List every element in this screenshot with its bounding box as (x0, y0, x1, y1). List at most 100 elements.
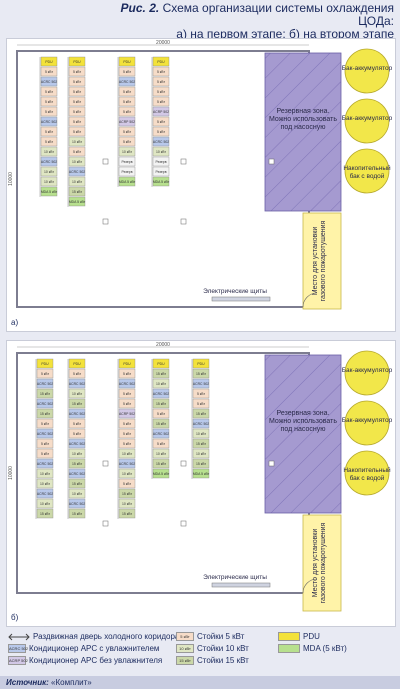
rack-cell (118, 508, 136, 519)
rack-cell (36, 488, 54, 499)
rack-cell-label: ACRC 502 (37, 432, 53, 436)
tank-2-label: Бак-аккумулятор (342, 417, 393, 424)
source-text: «Комплит» (51, 678, 92, 687)
height-dimension-label: 10000 (8, 172, 14, 186)
rack-cell (192, 378, 210, 389)
rack-cell (152, 126, 170, 137)
rack-cell-label: ACRC 502 (41, 120, 57, 124)
rack-cell-label: 15 кВт (156, 402, 166, 406)
electrical-panels (211, 582, 271, 588)
rack-cell (118, 468, 136, 479)
rack-cell-label: 5 кВт (73, 130, 81, 134)
rack-cell-label: 5 кВт (123, 442, 131, 446)
rack-cell (118, 96, 136, 107)
rack-cell (68, 196, 86, 207)
width-dimension-label: 20000 (156, 342, 170, 348)
rack-cell-label: 5 кВт (157, 80, 165, 84)
rack-cell-label: 10 кВт (44, 170, 54, 174)
acrp-swatch: ACRP 502 (8, 656, 28, 665)
rack-cell (152, 468, 170, 479)
rack-cell-label: 10 кВт (72, 160, 82, 164)
rack-cell (118, 76, 136, 87)
rack-cell-label: 5 кВт (73, 422, 81, 426)
rack-cell (118, 408, 136, 419)
rack-cell-label: MDA 5 кВт (153, 180, 170, 184)
reserve-zone (264, 52, 342, 212)
rack-cell-label: PDU (73, 60, 81, 64)
rack-cell (192, 418, 210, 429)
rack-cell-label: PDU (41, 362, 49, 366)
rack-cell (68, 156, 86, 167)
rack-cell-label: ACRP 502 (119, 412, 135, 416)
rack-cell (192, 428, 210, 439)
rack-cell (118, 378, 136, 389)
rack-cell-label: 5 кВт (73, 120, 81, 124)
rack-cell (118, 478, 136, 489)
rack-cell-label: 5 кВт (41, 422, 49, 426)
legend-mda-label: MDA (5 кВт) (303, 644, 347, 653)
rack-cell (68, 176, 86, 187)
rack-cell (118, 146, 136, 157)
electrical-panels-label: Электрические щиты (203, 288, 267, 295)
reserve-zone (264, 354, 342, 514)
rack-cell (68, 468, 86, 479)
tank-1 (344, 350, 390, 396)
rack-cell-label: 10 кВт (72, 140, 82, 144)
rack-cell-label: 10 кВт (44, 180, 54, 184)
floor-marker (268, 460, 275, 467)
rack-cell (192, 388, 210, 399)
figure-title: Рис. 2. Схема организации системы охлажд… (94, 2, 394, 41)
legend-r15: 15 кВт Стойки 15 кВт (176, 656, 249, 665)
rack-cell (68, 368, 86, 379)
rack-cell (40, 76, 58, 87)
rack-cell-label: 15 кВт (72, 482, 82, 486)
rack-cell (36, 378, 54, 389)
legend-r5: 5 кВт Стойки 5 кВт (176, 632, 244, 641)
rack-cell-label: ACRC 502 (119, 382, 135, 386)
rack-cell-label: ACRC 502 (41, 80, 57, 84)
rack-cell (152, 358, 170, 369)
rack-cell-label: MDA 5 кВт (69, 200, 86, 204)
legend-acrp: ACRP 502 Кондиционер APC без увлажнителя (8, 656, 162, 665)
rack-cell (192, 438, 210, 449)
rack-cell-label: 5 кВт (45, 100, 53, 104)
rack-cell-label: ACRC 502 (37, 382, 53, 386)
rack-cell-label: ACRC 502 (37, 462, 53, 466)
rack-cell (68, 146, 86, 157)
rack-cell (152, 156, 170, 167)
rack-cell-label: 15 кВт (156, 372, 166, 376)
rack-cell (40, 56, 58, 67)
rack-cell (192, 448, 210, 459)
rack-cell-label: PDU (123, 60, 131, 64)
rack-cell (152, 116, 170, 127)
rack-cell (68, 126, 86, 137)
rack-cell (152, 458, 170, 469)
rack-cell (118, 358, 136, 369)
rack-cell-label: 10 кВт (122, 502, 132, 506)
legend-pdu: PDU (278, 632, 320, 641)
rack-cell-label: 15 кВт (72, 512, 82, 516)
rack-cell-label: 15 кВт (196, 372, 206, 376)
rack-cell-label: 5 кВт (123, 110, 131, 114)
legend-r10: 10 кВт Стойки 10 кВт (176, 644, 249, 653)
figure-caption-line2: а) на первом этапе; б) на втором этапе (176, 27, 394, 41)
rack-cell (68, 388, 86, 399)
rack-cell (36, 368, 54, 379)
floor-marker (180, 158, 187, 165)
tank-1-label: Бак-аккумулятор (342, 65, 393, 72)
rack-cell (36, 388, 54, 399)
rack-cell (152, 166, 170, 177)
r15-swatch: 15 кВт (176, 656, 194, 665)
rack-cell (118, 448, 136, 459)
rack-cell (152, 428, 170, 439)
rack-cell-label: 5 кВт (41, 372, 49, 376)
rack-cell (118, 438, 136, 449)
rack-cell (68, 448, 86, 459)
tank-2-label: Бак-аккумулятор (342, 115, 393, 122)
floor-marker (102, 158, 109, 165)
rack-cell-label: 5 кВт (73, 372, 81, 376)
floor-marker (180, 520, 187, 527)
rack-cell (152, 388, 170, 399)
